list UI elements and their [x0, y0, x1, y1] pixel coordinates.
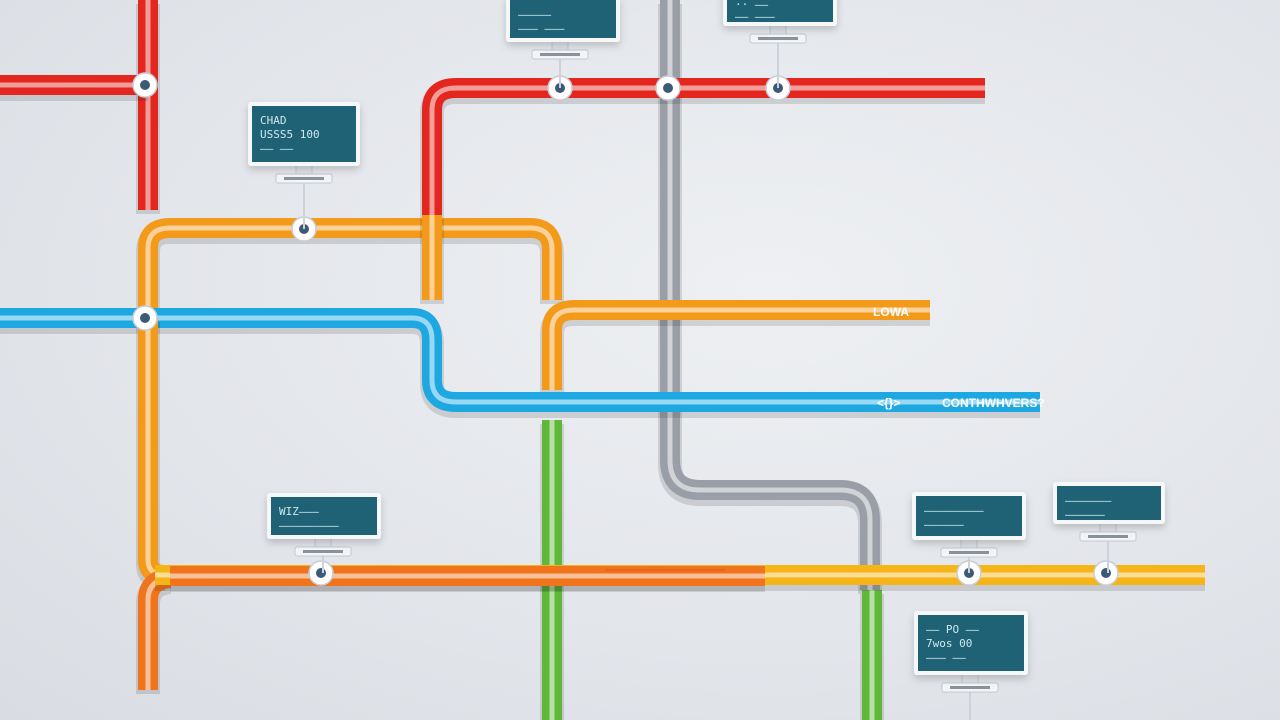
pipe-labels-layer: LOWA <{}> CONTHWHVERS? ——————————: [605, 305, 1045, 576]
node-core: [140, 313, 150, 323]
monitor-base-slot: [1088, 535, 1128, 538]
monitor-base-slot: [950, 686, 990, 689]
monitor-text-line: ——————: [924, 518, 964, 531]
pipe-highlight: [667, 0, 873, 590]
monitor-text-line: ——— ——: [926, 651, 966, 664]
orange-pipe-label: LOWA: [873, 305, 909, 319]
monitor[interactable]: —————————————: [1053, 482, 1165, 573]
pipes-layer: [0, 0, 1205, 720]
monitor-base-slot: [758, 37, 798, 40]
pipe-shadow: [420, 80, 985, 219]
node-core: [1101, 568, 1111, 578]
monitor-screen: [916, 496, 1022, 536]
red-pipe-top: [422, 78, 985, 215]
nodes-layer: [132, 72, 1119, 586]
monitor[interactable]: —— PO ——7wos 00——— ——: [914, 611, 1028, 720]
monitor-base-slot: [284, 177, 324, 180]
monitor-screen: [271, 497, 377, 535]
monitor-text-line: 7wos 00: [926, 637, 972, 650]
yellow-pipe-text-label: ——————————: [605, 562, 725, 576]
monitor-screen: [727, 0, 833, 22]
monitor[interactable]: ———————————————: [912, 492, 1026, 573]
pipe-highlight: [549, 307, 930, 390]
junction-node[interactable]: [1093, 560, 1119, 586]
junction-node[interactable]: [308, 560, 334, 586]
pipe-shadow: [540, 302, 930, 394]
pipe-highlight: [145, 225, 555, 318]
monitor-text-line: ——— ———: [518, 22, 565, 35]
monitor-text-line: CHAD: [260, 114, 287, 127]
monitor-text-line: —————————: [279, 519, 339, 532]
monitor-text-line: USSS5 100: [260, 128, 320, 141]
node-core: [316, 568, 326, 578]
blue-pipe-text-label: CONTHWHVERS?: [942, 396, 1045, 410]
monitor-screen: [1057, 486, 1161, 520]
monitor-text-line: —————————: [924, 504, 984, 517]
monitor-base-slot: [540, 53, 580, 56]
monitor-screen: [252, 106, 356, 162]
monitor-text-line: —————: [518, 8, 551, 21]
monitor[interactable]: ·· ———— ———: [723, 0, 837, 88]
node-core: [663, 83, 673, 93]
monitor-screen: [918, 615, 1024, 671]
node-core: [140, 80, 150, 90]
monitor-base-slot: [949, 551, 989, 554]
monitor-text-line: —— ——: [260, 142, 293, 155]
monitor-text-line: ——————: [1065, 508, 1105, 521]
junction-node[interactable]: [132, 305, 158, 331]
monitor-text-line: —— PO ——: [926, 623, 979, 636]
pipe-highlight: [429, 85, 985, 215]
blue-pipe-code-label: <{}>: [877, 396, 900, 410]
monitor-text-line: ·· ——: [735, 0, 768, 11]
junction-node[interactable]: [132, 72, 158, 98]
pipe-highlight: [0, 315, 1040, 405]
orange-pipe-left-vertical: [138, 318, 166, 585]
monitor[interactable]: ———————— ———: [506, 0, 620, 88]
monitor-text-line: —— ———: [735, 10, 775, 23]
monitor-text-line: ———————: [1065, 494, 1112, 507]
monitor-base-slot: [303, 550, 343, 553]
monitor[interactable]: WIZ————————————: [267, 493, 381, 573]
monitor-screen: [510, 0, 616, 38]
junction-node[interactable]: [655, 75, 681, 101]
monitor-text-line: WIZ———: [279, 505, 319, 518]
